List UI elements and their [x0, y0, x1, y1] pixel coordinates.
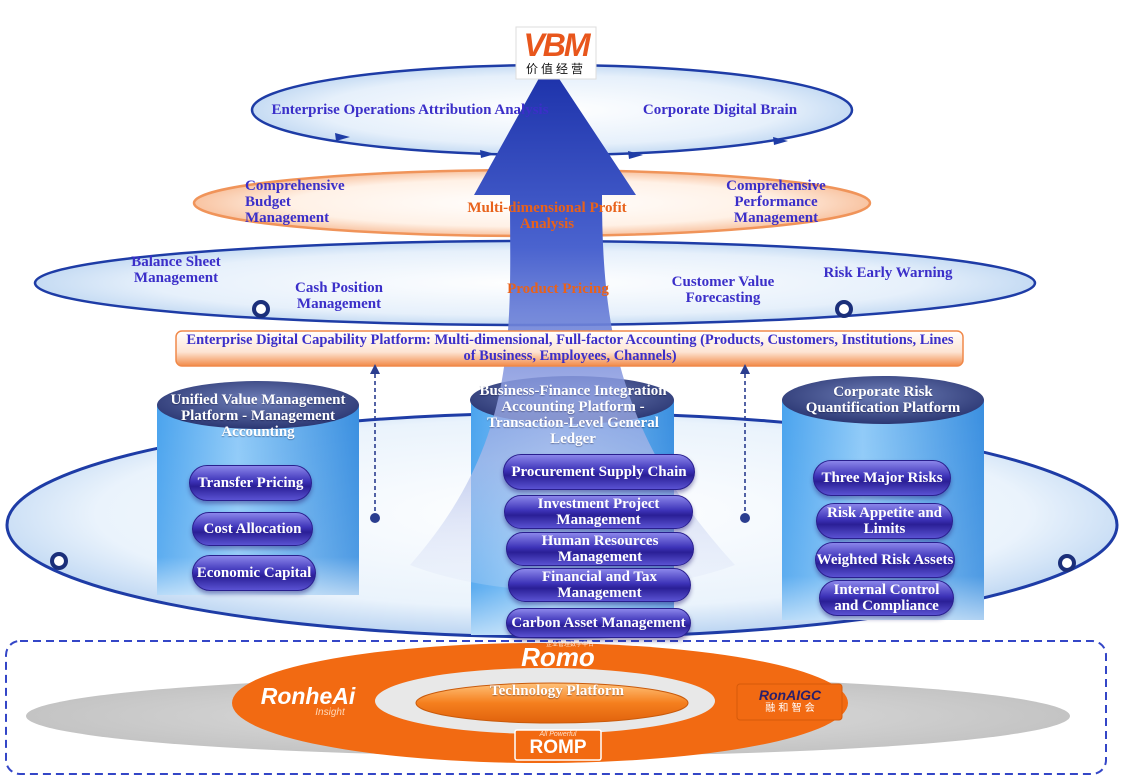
tier3-item-customer-value: Customer Value Forecasting	[671, 274, 775, 306]
capability-bar-label: Enterprise Digital Capability Platform: …	[186, 332, 954, 364]
connector-arrowheads	[370, 364, 750, 523]
romp-logo: ROMP	[529, 737, 587, 758]
dashed-connectors	[374, 372, 746, 518]
pill-cost-allocation: Cost Allocation	[192, 512, 313, 546]
pill-weighted-risk: Weighted Risk Assets	[815, 542, 955, 578]
pillar-center-title: Business-Finance Integration Accounting …	[479, 383, 667, 447]
tier3-item-risk-warning: Risk Early Warning	[823, 265, 953, 281]
pill-internal-control: Internal Control and Compliance	[819, 580, 954, 616]
pill-procurement: Procurement Supply Chain	[503, 454, 695, 490]
pill-human-resources: Human Resources Management	[506, 532, 694, 566]
tier2-right-label: Comprehensive Performance Management	[726, 178, 826, 226]
ronheai-logo: RonheAi	[260, 683, 356, 709]
vbm-brand: VBM	[523, 27, 590, 63]
ring-markers	[50, 300, 1076, 572]
tier3-item-cash-position: Cash Position Management	[295, 280, 383, 312]
pillar-right-title: Corporate Risk Quantification Platform	[805, 384, 961, 416]
capability-bar-shape	[175, 330, 964, 367]
ronaigc-logo-box	[736, 683, 843, 721]
pillar-left-title: Unified Value Management Platform - Mana…	[170, 392, 346, 440]
pill-economic-capital: Economic Capital	[192, 555, 316, 591]
technology-platform-label: Technology Platform	[489, 683, 625, 699]
pill-financial-tax: Financial and Tax Management	[508, 568, 691, 602]
tier1-right-label: Corporate Digital Brain	[642, 102, 798, 118]
ronheai-subtitle: Insight	[315, 707, 345, 718]
romp-subtitle: All Powerful	[539, 731, 577, 738]
ronaigc-logo: RonAIGC	[758, 687, 822, 703]
vbm-logo: VBM 价值经营	[516, 27, 596, 79]
tier3-item-balance-sheet: Balance Sheet Management	[131, 254, 221, 286]
ronaigc-subtitle: 融 和 智 会	[765, 703, 815, 714]
tier3-item-product-pricing: Product Pricing	[507, 281, 609, 297]
vbm-subtitle: 价值经营	[525, 62, 586, 76]
orbit-arrows	[335, 133, 788, 159]
pill-three-major-risks: Three Major Risks	[813, 460, 951, 496]
tier2-left-label: Comprehensive Budget Management	[245, 178, 345, 226]
pill-risk-appetite: Risk Appetite and Limits	[816, 503, 953, 539]
romo-logo: Romo	[521, 642, 595, 672]
romp-logo-box	[514, 729, 602, 761]
romo-subtitle: 企业管理数字中台	[545, 641, 594, 648]
pill-transfer-pricing: Transfer Pricing	[189, 465, 312, 501]
vbm-logo-box	[515, 26, 597, 80]
tier1-left-label: Enterprise Operations Attribution Analys…	[271, 102, 549, 118]
pill-investment-project: Investment Project Management	[504, 495, 693, 529]
pill-carbon-asset: Carbon Asset Management	[506, 608, 691, 638]
technology-platform-disc	[415, 682, 689, 724]
foundation-frame	[5, 640, 1107, 775]
tier2-center-label: Multi-dimensional Profit Analysis	[467, 200, 627, 232]
